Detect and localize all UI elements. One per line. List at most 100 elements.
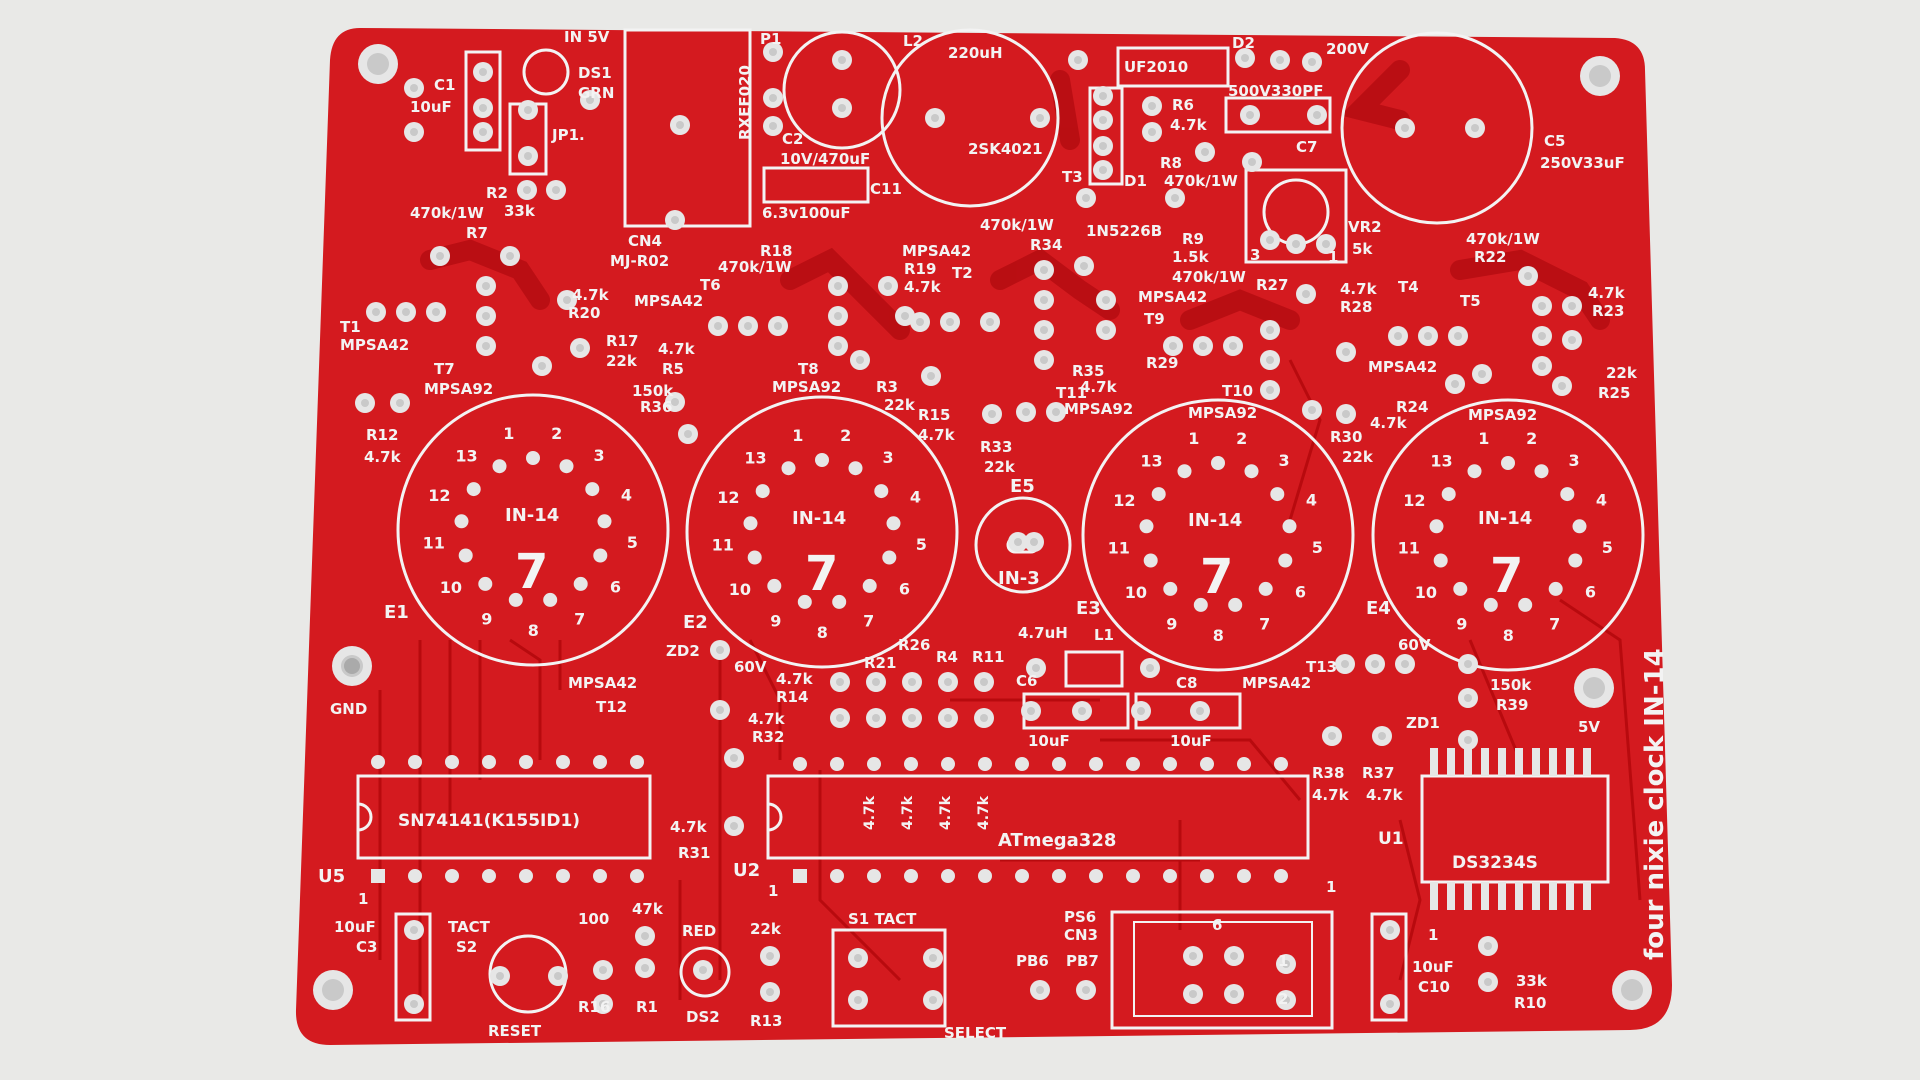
tube-pin-label: 4 — [1306, 490, 1317, 509]
label-pb7: PB7 — [1066, 952, 1099, 970]
through-hole-drill — [744, 322, 752, 330]
through-hole-drill — [769, 48, 777, 56]
label-r23: R23 — [1592, 302, 1624, 320]
label-r-stack-2: 4.7k — [900, 795, 916, 830]
through-hole-drill — [1464, 736, 1472, 744]
label-l1v: 4.7uH — [1018, 624, 1068, 642]
ic-pad — [556, 755, 570, 769]
tube-pin-label: 1 — [1478, 429, 1489, 448]
label-r12v: 4.7k — [364, 448, 402, 466]
through-hole-drill — [769, 94, 777, 102]
label-r31: R31 — [678, 844, 710, 862]
tube-pin-pad — [1163, 581, 1178, 596]
ic-pad — [1015, 869, 1029, 883]
ic-pad — [793, 869, 807, 883]
tube-pin-label: 8 — [1503, 626, 1514, 645]
tube-pin-pad — [1258, 581, 1273, 596]
label-t11: T11 — [1056, 384, 1087, 402]
ic-pad — [941, 757, 955, 771]
tube-pin-pad — [559, 459, 574, 474]
select-switch-s1-outline — [831, 928, 947, 1028]
smd-pad — [1583, 882, 1591, 910]
ic-pad — [1200, 757, 1214, 771]
smd-pad — [1515, 882, 1523, 910]
tube-pin-label: 11 — [1398, 538, 1420, 557]
tube-pin-pad — [1534, 464, 1549, 479]
smd-pad — [1549, 748, 1557, 776]
through-hole-drill — [496, 972, 504, 980]
label-5v-out: 5V — [1578, 718, 1600, 736]
through-hole-drill — [599, 1000, 607, 1008]
through-hole-drill — [1080, 262, 1088, 270]
tube-pin-label: 7 — [1259, 614, 1270, 633]
through-hole-drill — [1371, 660, 1379, 668]
through-hole-drill — [856, 356, 864, 364]
label-r28v: 4.7k — [1340, 280, 1378, 298]
label-r35: R35 — [1072, 362, 1104, 380]
label-r7: R7 — [466, 224, 488, 242]
through-hole-drill — [410, 926, 418, 934]
through-hole-drill — [929, 954, 937, 962]
through-hole-drill — [1538, 362, 1546, 370]
through-hole-drill — [684, 430, 692, 438]
through-hole-drill — [1394, 332, 1402, 340]
smd-pad — [1498, 748, 1506, 776]
smd-pad — [1532, 882, 1540, 910]
through-hole-drill — [563, 296, 571, 304]
label-r-stack-1: 4.7k — [862, 795, 878, 830]
through-hole-drill — [1230, 990, 1238, 998]
through-hole-drill — [1322, 240, 1330, 248]
through-hole-drill — [1196, 707, 1204, 715]
label-r2v: 33k — [504, 202, 536, 220]
tube-pin-pad — [1139, 519, 1154, 534]
label-t12: T12 — [596, 698, 627, 716]
tube-pin-label: 3 — [1279, 451, 1290, 470]
through-hole-drill — [1451, 380, 1459, 388]
through-hole-drill — [854, 954, 862, 962]
through-hole-drill — [1308, 406, 1316, 414]
tube-pin-pad — [466, 482, 481, 497]
through-hole-drill — [1342, 410, 1350, 418]
through-hole-drill — [1471, 124, 1479, 132]
through-hole-drill — [586, 96, 594, 104]
tube-pin-label: 13 — [1140, 451, 1162, 470]
copper-fill — [420, 60, 1610, 340]
tube-pin-label: 11 — [1108, 538, 1130, 557]
through-hole-drill — [554, 972, 562, 980]
label-r27: R27 — [1256, 276, 1288, 294]
label-r39: R39 — [1496, 696, 1528, 714]
label-r15v: 4.7k — [918, 426, 956, 444]
label-r35v: 4.7k — [1080, 378, 1118, 396]
label-d1: D1 — [1124, 172, 1147, 190]
led-ds2-outline — [679, 946, 731, 998]
ic-pad — [593, 869, 607, 883]
label-t2v: MPSA42 — [902, 242, 971, 260]
tube-pin-label: 7 — [1549, 614, 1560, 633]
label-c3v: 10uF — [334, 918, 376, 936]
tube-pin-label: 13 — [744, 448, 766, 467]
through-hole-drill — [599, 966, 607, 974]
tube-pin-label: 5 — [1602, 538, 1613, 557]
through-hole-drill — [1148, 128, 1156, 136]
smd-pad — [1464, 748, 1472, 776]
through-hole-drill — [872, 714, 880, 722]
label-c3: C3 — [356, 938, 377, 956]
label-r28: R28 — [1340, 298, 1372, 316]
label-t5v: MPSA92 — [1468, 406, 1537, 424]
tube-e1-digit: 7 — [515, 544, 548, 600]
label-tact: TACT — [448, 918, 491, 936]
label-r4: R4 — [936, 648, 958, 666]
through-hole-drill — [1282, 996, 1290, 1004]
label-r17: R17 — [606, 332, 638, 350]
label-cn4v: MJ-R02 — [610, 252, 669, 270]
label-zd1: ZD1 — [1406, 714, 1440, 732]
label-t4v: MPSA42 — [1368, 358, 1437, 376]
dc-jack-cn4-outline — [623, 28, 752, 228]
label-t12v: MPSA42 — [568, 674, 637, 692]
label-r27v: 470k/1W — [1172, 268, 1246, 286]
tube-pin-pad — [747, 550, 762, 565]
through-hole-drill — [1040, 266, 1048, 274]
label-u1-pin1: 1 — [1428, 926, 1438, 944]
label-r38: R38 — [1312, 764, 1344, 782]
